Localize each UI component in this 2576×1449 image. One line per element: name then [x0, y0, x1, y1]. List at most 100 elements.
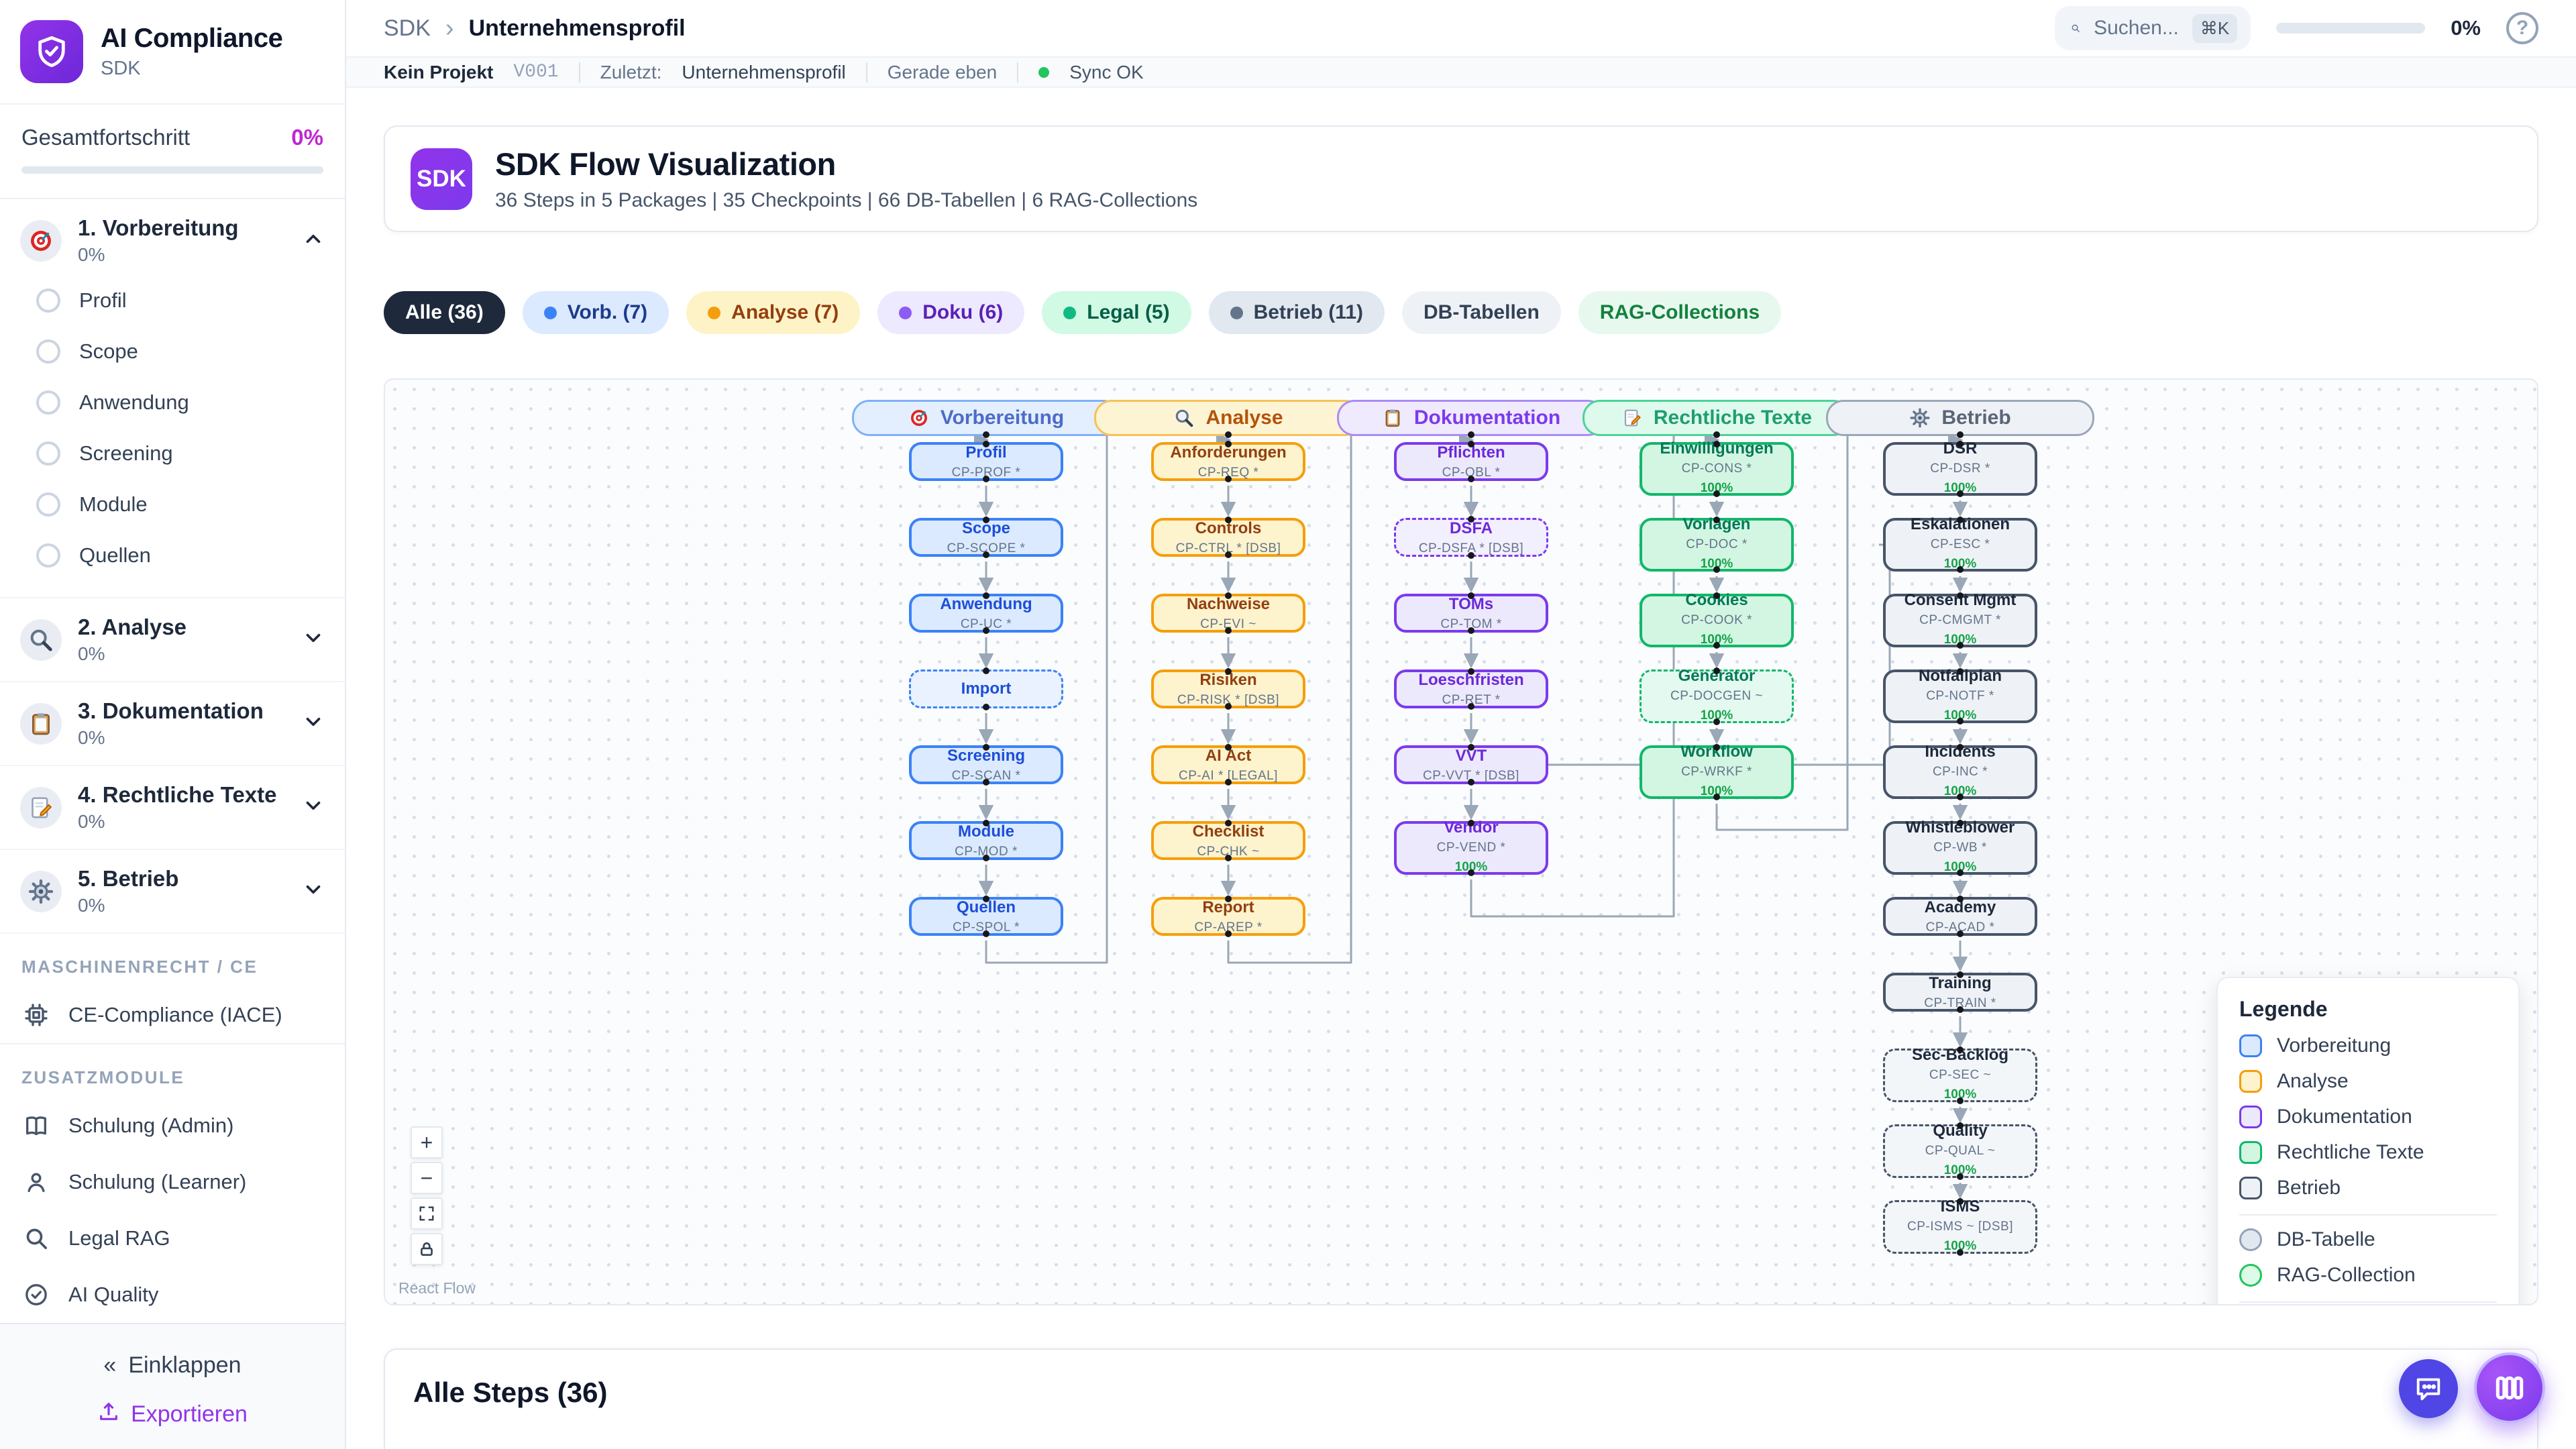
phase-header[interactable]: 1. Vorbereitung 0%: [20, 215, 325, 266]
flow-node-dsr[interactable]: DSR CP-DSR * 100%: [1883, 439, 2037, 497]
phase-header[interactable]: 5. Betrieb 0%: [20, 866, 325, 916]
node-code: CP-CHK ~: [1197, 844, 1260, 859]
node-code: CP-AI * [LEGAL]: [1179, 768, 1278, 783]
package-header-betrieb[interactable]: Betrieb: [1826, 400, 2094, 438]
flow-node-isms[interactable]: ISMS CP-ISMS ~ [DSB] 100%: [1883, 1197, 2037, 1256]
package-header-vorbereitung[interactable]: Vorbereitung: [852, 400, 1120, 438]
flow-node-eskalationen[interactable]: Eskalationen CP-ESC * 100%: [1883, 515, 2037, 573]
flow-node-pflichten[interactable]: Pflichten CP-OBL *: [1394, 441, 1548, 482]
node-title: Module: [958, 822, 1014, 841]
help-icon[interactable]: ?: [2506, 12, 2538, 45]
sidebar-step-profil[interactable]: Profil: [20, 275, 325, 326]
flow-node-vorlagen[interactable]: Vorlagen CP-DOC * 100%: [1640, 515, 1794, 573]
package-header-dokumentation[interactable]: Dokumentation: [1337, 400, 1605, 438]
lock-button[interactable]: [411, 1233, 443, 1265]
flow-node-quality[interactable]: Quality CP-QUAL ~ 100%: [1883, 1122, 2037, 1180]
filter-chip-6[interactable]: DB-Tabellen: [1402, 291, 1561, 334]
filter-chip-5[interactable]: Betrieb (11): [1208, 291, 1385, 334]
phase-header[interactable]: 3. Dokumentation 0%: [20, 698, 325, 749]
step-status-circle: [36, 390, 60, 415]
flow-node-controls[interactable]: Controls CP-CTRL * [DSB]: [1151, 517, 1305, 558]
flow-node-scope[interactable]: Scope CP-SCOPE *: [909, 517, 1063, 558]
flow-node-checklist[interactable]: Checklist CP-CHK ~: [1151, 820, 1305, 861]
phase-header[interactable]: 2. Analyse 0%: [20, 614, 325, 665]
flow-canvas[interactable]: Vorbereitung Profil CP-PROF * Scope CP-S…: [384, 378, 2538, 1305]
sidebar-item-schulung-admin-[interactable]: Schulung (Admin): [0, 1097, 345, 1154]
filter-chips: Alle (36) Vorb. (7) Analyse (7) Doku (6) Leg…: [384, 291, 2538, 334]
sidebar-step-screening[interactable]: Screening: [20, 428, 325, 479]
sidebar-step-scope[interactable]: Scope: [20, 326, 325, 377]
node-code: CP-SEC ~: [1929, 1067, 1992, 1082]
filter-chip-0[interactable]: Alle (36): [384, 291, 505, 334]
filter-chip-2[interactable]: Analyse (7): [686, 291, 861, 334]
flow-node-notfallplan[interactable]: Notfallplan CP-NOTF * 100%: [1883, 667, 2037, 724]
zoom-out-button[interactable]: −: [411, 1162, 443, 1194]
legend-rag-swatch: [2239, 1264, 2262, 1287]
flow-node-vendor[interactable]: Vendor CP-VEND * 100%: [1394, 818, 1548, 876]
flow-node-anforderungen[interactable]: Anforderungen CP-REQ *: [1151, 441, 1305, 482]
phase-header[interactable]: 4. Rechtliche Texte 0%: [20, 782, 325, 833]
flow-node-screening[interactable]: Screening CP-SCAN *: [909, 744, 1063, 786]
phase-progress: 0%: [78, 727, 105, 748]
sync-status: Sync OK: [1069, 61, 1144, 83]
search-input[interactable]: Suchen... ⌘K: [2055, 6, 2251, 51]
sidebar-phase-1: 1. Vorbereitung 0% Profil Scope Anwendun…: [0, 199, 345, 598]
fit-view-button[interactable]: [411, 1197, 443, 1230]
node-code: CP-QUAL ~: [1925, 1143, 1996, 1158]
sidebar-item-schulung-learner-[interactable]: Schulung (Learner): [0, 1154, 345, 1210]
flow-node-einwilligungen[interactable]: Einwilligungen CP-CONS * 100%: [1640, 439, 1794, 497]
flow-node-incidents[interactable]: Incidents CP-INC * 100%: [1883, 743, 2037, 800]
filter-chip-4[interactable]: Legal (5): [1042, 291, 1191, 334]
flow-node-whistleblower[interactable]: Whistleblower CP-WB * 100%: [1883, 818, 2037, 876]
filter-chip-3[interactable]: Doku (6): [877, 291, 1025, 334]
filter-chip-1[interactable]: Vorb. (7): [522, 291, 669, 334]
chat-button[interactable]: [2399, 1359, 2458, 1418]
search-shortcut-badge: ⌘K: [2192, 13, 2238, 43]
collapse-sidebar-button[interactable]: « Einklappen: [0, 1343, 345, 1388]
board-view-button[interactable]: [2474, 1352, 2545, 1424]
flow-node-vvt[interactable]: VVT CP-VVT * [DSB]: [1394, 744, 1548, 786]
export-button[interactable]: Exportieren: [0, 1388, 345, 1429]
legend-swatch: [2239, 1141, 2262, 1164]
sidebar-item-ai-quality[interactable]: AI Quality: [0, 1267, 345, 1323]
filter-chip-7[interactable]: RAG-Collections: [1578, 291, 1782, 334]
phase-progress: 0%: [78, 244, 105, 265]
node-title: Consent Mgmt: [1904, 590, 2017, 609]
flow-node-ai-act[interactable]: AI Act CP-AI * [LEGAL]: [1151, 744, 1305, 786]
flow-node-training[interactable]: Training CP-TRAIN *: [1883, 971, 2037, 1013]
flow-node-academy[interactable]: Academy CP-ACAD *: [1883, 896, 2037, 937]
flow-node-anwendung[interactable]: Anwendung CP-UC *: [909, 592, 1063, 634]
flow-node-consent-mgmt[interactable]: Consent Mgmt CP-CMGMT * 100%: [1883, 590, 2037, 649]
sidebar-step-module[interactable]: Module: [20, 479, 325, 530]
package-header-analyse[interactable]: Analyse: [1094, 400, 1362, 438]
legend-swatch: [2239, 1177, 2262, 1199]
flow-node-dsfa[interactable]: DSFA CP-DSFA * [DSB]: [1394, 516, 1548, 559]
sidebar-item-ce-compliance[interactable]: CE-Compliance (IACE): [0, 987, 345, 1043]
node-code: CP-WB *: [1933, 840, 1987, 855]
reactflow-attribution[interactable]: React Flow: [398, 1279, 476, 1297]
sync-status-dot: [1038, 66, 1050, 78]
content: SDK SDK Flow Visualization 36 Steps in 5…: [346, 88, 2576, 1449]
flow-node-loeschfristen[interactable]: Loeschfristen CP-RET *: [1394, 668, 1548, 710]
flow-node-module[interactable]: Module CP-MOD *: [909, 820, 1063, 861]
flow-node-sec-backlog[interactable]: Sec-Backlog CP-SEC ~ 100%: [1883, 1046, 2037, 1104]
sidebar-item-legal-rag[interactable]: Legal RAG: [0, 1210, 345, 1267]
flow-node-import[interactable]: Import: [909, 667, 1063, 710]
package-header-rechtliche-texte[interactable]: Rechtliche Texte: [1582, 400, 1851, 438]
breadcrumb-root[interactable]: SDK: [384, 15, 431, 41]
sidebar-step-quellen[interactable]: Quellen: [20, 530, 325, 581]
sidebar-step-anwendung[interactable]: Anwendung: [20, 377, 325, 428]
flow-node-profil[interactable]: Profil CP-PROF *: [909, 441, 1063, 482]
flow-node-cookies[interactable]: Cookies CP-COOK * 100%: [1640, 591, 1794, 649]
flow-node-quellen[interactable]: Quellen CP-SPOL *: [909, 896, 1063, 937]
node-code: CP-EVI ~: [1200, 616, 1256, 631]
flow-node-report[interactable]: Report CP-AREP *: [1151, 896, 1305, 937]
node-title: Training: [1929, 973, 1992, 992]
flow-node-generator[interactable]: Generator CP-DOCGEN ~ 100%: [1640, 667, 1794, 725]
flow-node-nachweise[interactable]: Nachweise CP-EVI ~: [1151, 592, 1305, 634]
flow-node-workflow[interactable]: Workflow CP-WRKF * 100%: [1640, 743, 1794, 800]
zoom-in-button[interactable]: +: [411, 1126, 443, 1159]
flow-node-risiken[interactable]: Risiken CP-RISK * [DSB]: [1151, 668, 1305, 710]
step-status-circle: [36, 492, 60, 517]
flow-node-toms[interactable]: TOMs CP-TOM *: [1394, 592, 1548, 634]
